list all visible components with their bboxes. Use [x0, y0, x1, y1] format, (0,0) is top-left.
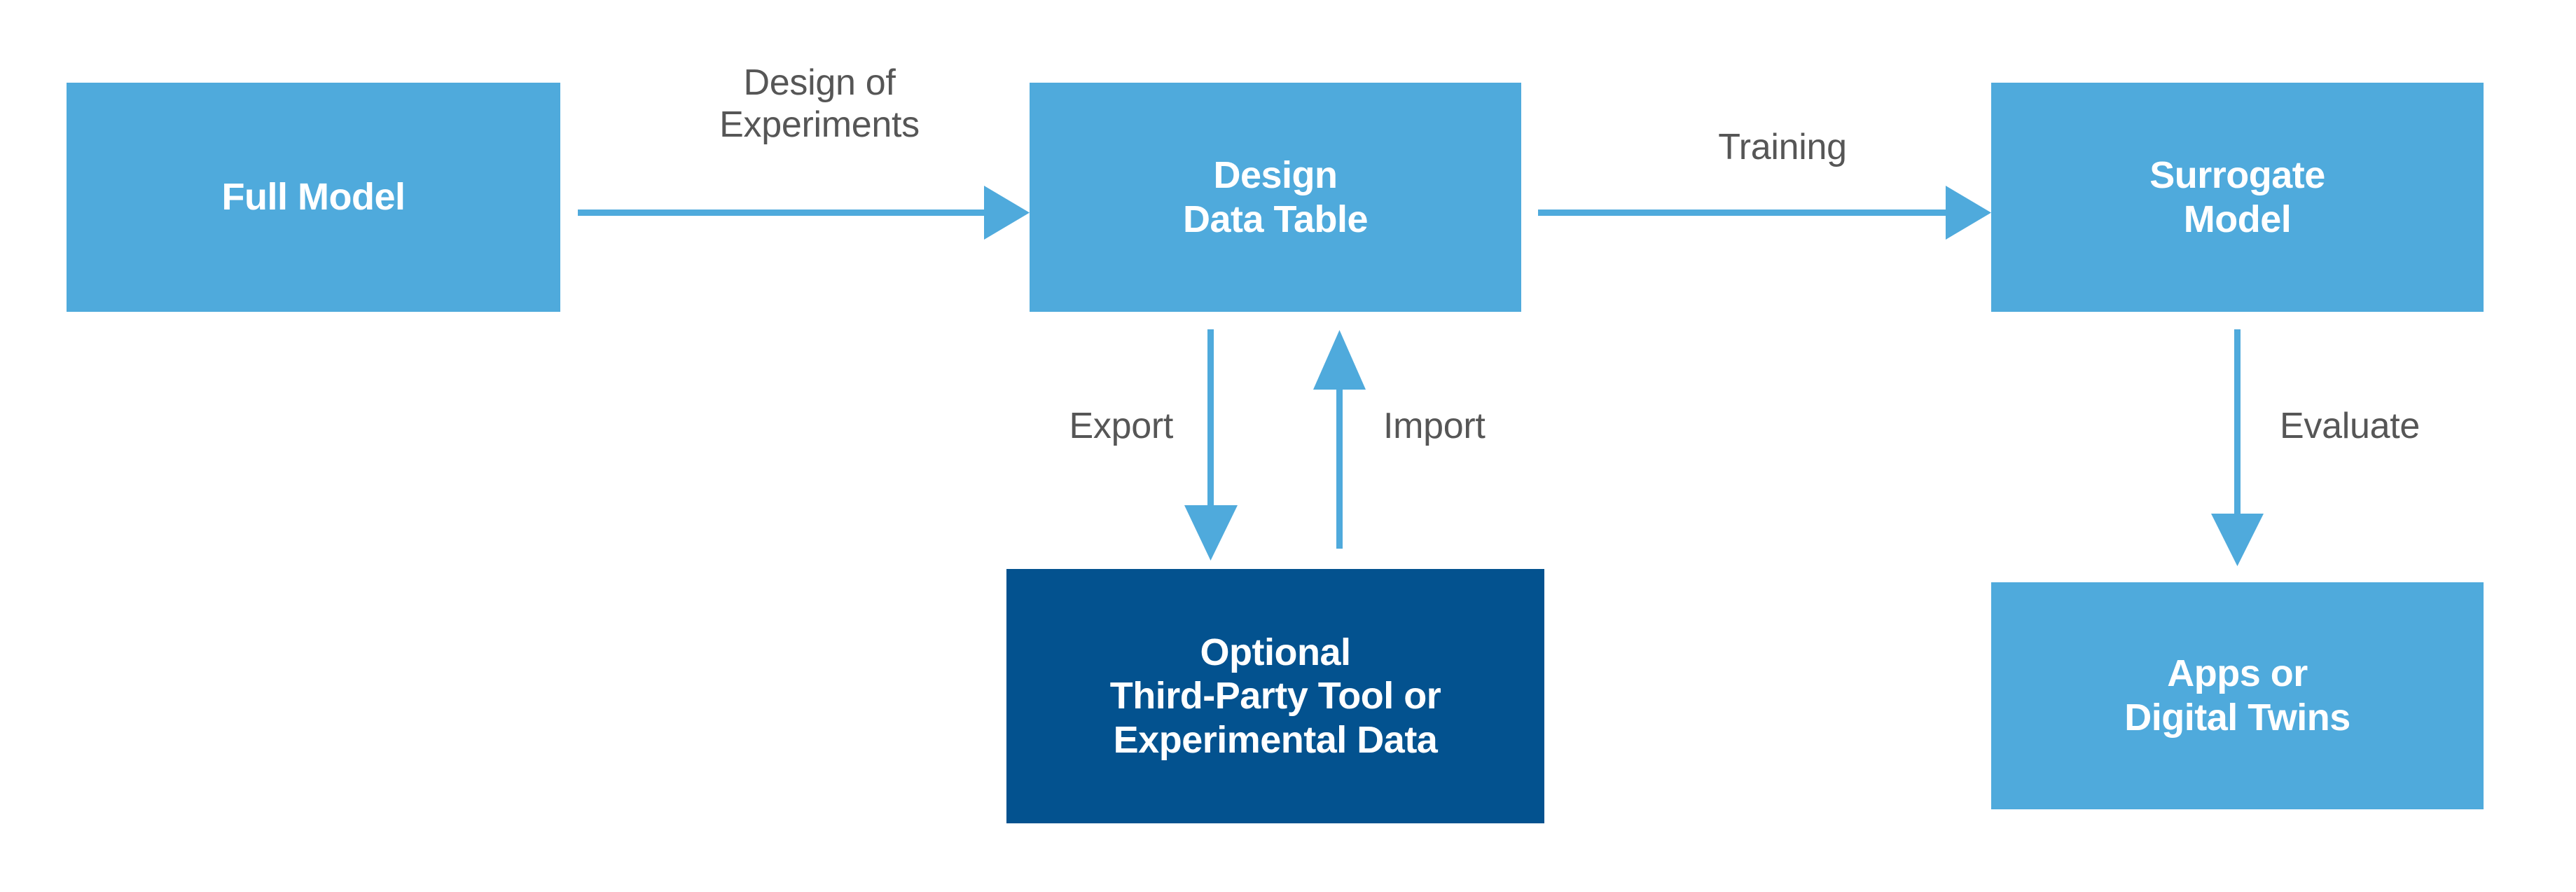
node-optional-third-party-tool-label: Optional Third-Party Tool or Experimenta…: [1109, 631, 1441, 761]
arrow-evaluate: [2211, 329, 2264, 566]
arrow-training: [1538, 186, 1991, 240]
edge-label-import: Import: [1383, 406, 1486, 446]
node-surrogate-model[interactable]: Surrogate Model: [1991, 83, 2484, 312]
edge-label-export: Export: [1069, 406, 1174, 446]
node-apps-or-digital-twins-label: Apps or Digital Twins: [2124, 652, 2350, 739]
node-optional-third-party-tool[interactable]: Optional Third-Party Tool or Experimenta…: [1006, 569, 1544, 823]
edge-label-training: Training: [1718, 127, 1847, 167]
edge-label-evaluate: Evaluate: [2280, 406, 2420, 446]
edge-label-design-of-experiments: Design of Experiments: [719, 62, 920, 146]
arrow-import: [1313, 330, 1366, 549]
arrow-export: [1184, 329, 1238, 561]
node-full-model[interactable]: Full Model: [67, 83, 560, 312]
node-design-data-table-label: Design Data Table: [1182, 153, 1369, 240]
node-full-model-label: Full Model: [221, 176, 406, 219]
node-surrogate-model-label: Surrogate Model: [2149, 153, 2325, 240]
node-design-data-table[interactable]: Design Data Table: [1030, 83, 1521, 312]
node-apps-or-digital-twins[interactable]: Apps or Digital Twins: [1991, 582, 2484, 809]
arrow-design-of-experiments: [578, 186, 1030, 240]
